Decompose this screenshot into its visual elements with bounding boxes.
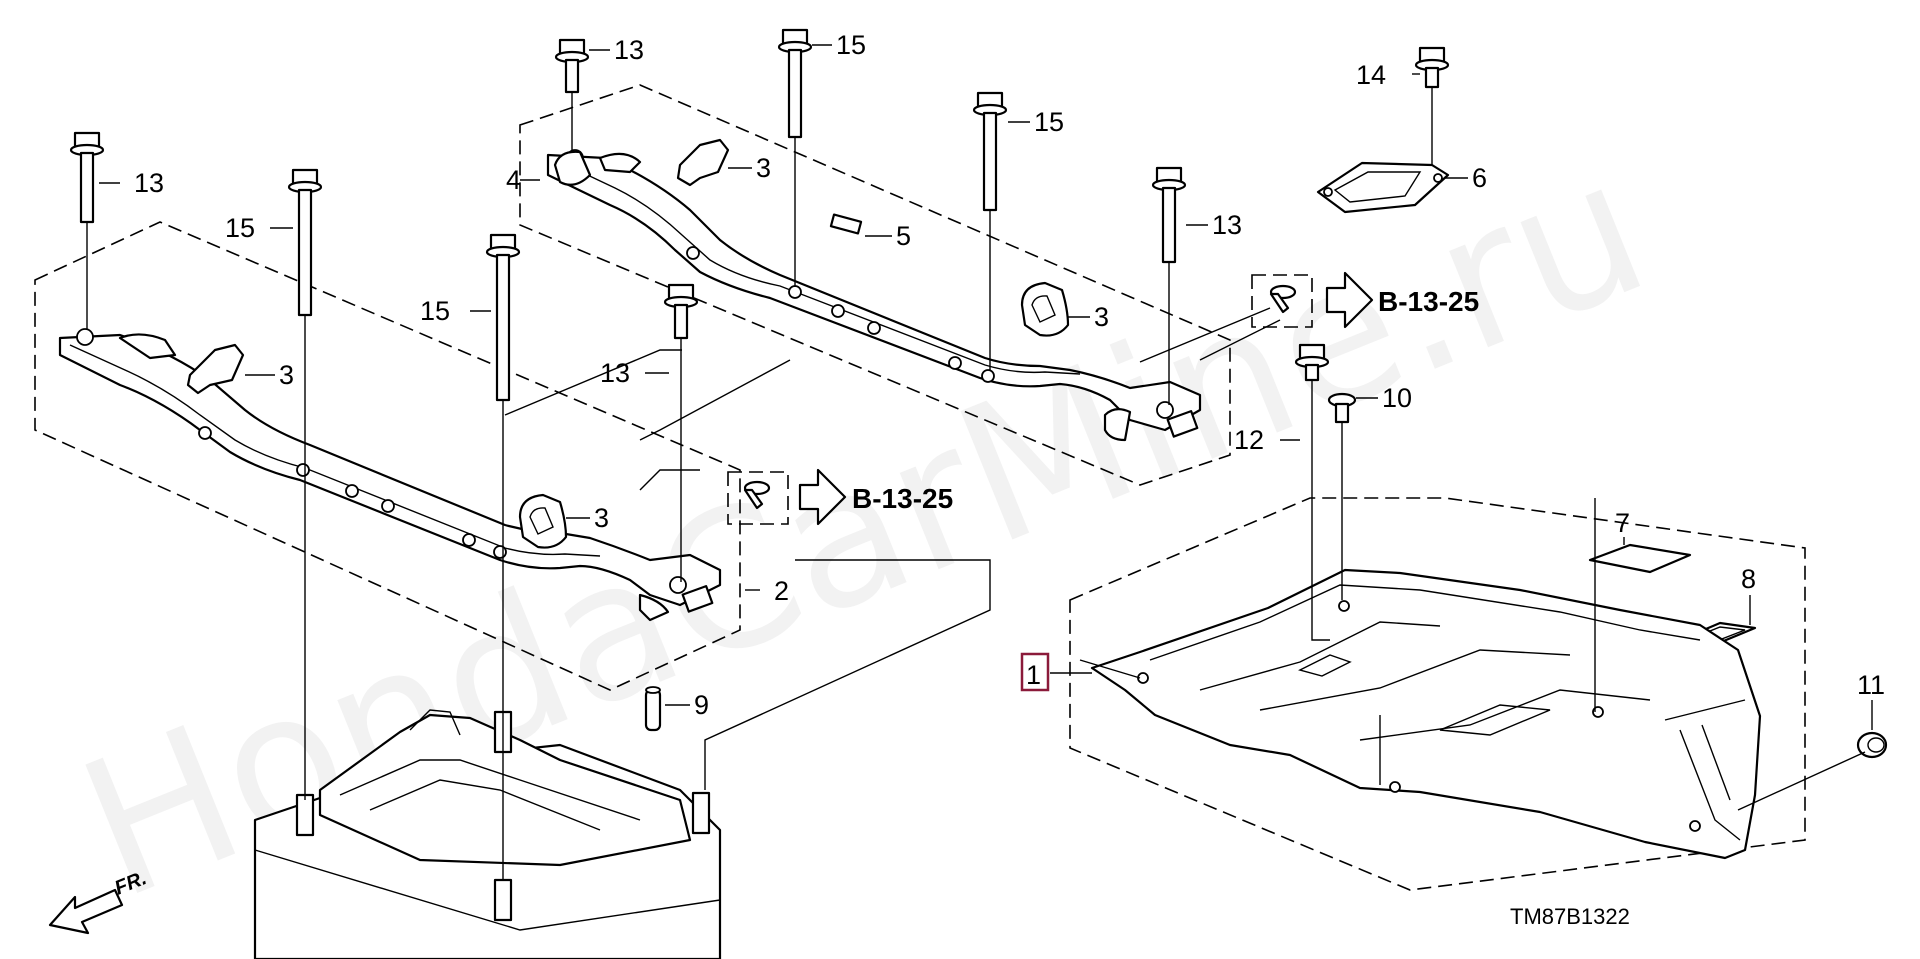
callout-6[interactable]: 6 xyxy=(1472,163,1487,193)
grommet-part-3-c xyxy=(1020,281,1070,337)
callout-13-mid[interactable]: 13 xyxy=(600,358,630,388)
bolt-13-upper-left xyxy=(554,38,590,94)
grommet-part-3-d xyxy=(518,493,568,549)
bolt-13-mid xyxy=(663,283,699,340)
callout-15-upper[interactable]: 15 xyxy=(836,30,866,60)
ref-arrow-lower xyxy=(798,468,847,526)
callout-9[interactable]: 9 xyxy=(694,690,709,720)
callout-4[interactable]: 4 xyxy=(506,165,521,195)
callout-13-right[interactable]: 13 xyxy=(1212,210,1242,240)
group-box-part-1 xyxy=(1069,497,1806,891)
screw-ref-upper xyxy=(1269,284,1297,314)
callout-5[interactable]: 5 xyxy=(896,221,911,251)
ref-link-upper[interactable]: B-13-25 xyxy=(1378,286,1479,317)
callout-13-left[interactable]: 13 xyxy=(134,168,164,198)
callout-1[interactable]: 1 xyxy=(1026,660,1041,690)
grommet-part-11 xyxy=(1856,731,1888,759)
ref-link-lower[interactable]: B-13-25 xyxy=(852,483,953,514)
bolt-15-upper-mid xyxy=(777,28,813,139)
under-cover-part-1 xyxy=(1090,568,1762,860)
bracket-part-6 xyxy=(1316,161,1450,214)
screw-ref-lower xyxy=(743,480,771,510)
callout-15-mid[interactable]: 15 xyxy=(420,296,450,326)
callout-3-b[interactable]: 3 xyxy=(279,360,294,390)
group-box-part-2 xyxy=(34,221,741,691)
front-arrow-icon xyxy=(48,888,124,935)
screw-10 xyxy=(1327,392,1357,424)
bolt-15-left xyxy=(287,168,323,317)
group-box-part-4 xyxy=(519,84,1231,486)
callout-3-c[interactable]: 3 xyxy=(1094,302,1109,332)
ref-arrow-upper xyxy=(1325,271,1374,329)
callout-2[interactable]: 2 xyxy=(774,576,789,606)
callout-7[interactable]: 7 xyxy=(1615,508,1630,538)
callout-3-d[interactable]: 3 xyxy=(594,503,609,533)
leader-lines xyxy=(86,44,1873,880)
pad-part-7 xyxy=(1588,543,1692,574)
callout-15-left[interactable]: 15 xyxy=(225,213,255,243)
callout-12[interactable]: 12 xyxy=(1234,425,1264,455)
bracket-part-3-b xyxy=(186,343,245,395)
clip-part-5 xyxy=(829,213,863,235)
bolt-12 xyxy=(1294,343,1330,382)
diagram-code: TM87B1322 xyxy=(1510,904,1630,929)
bolt-13-left xyxy=(69,131,105,224)
callout-11[interactable]: 11 xyxy=(1857,670,1885,700)
bracket-part-3-a xyxy=(676,138,730,187)
frame-member-upper xyxy=(546,149,1202,442)
callout-13-upper-left[interactable]: 13 xyxy=(614,35,644,65)
callout-3-a[interactable]: 3 xyxy=(756,153,771,183)
callout-10[interactable]: 10 xyxy=(1382,383,1412,413)
highlight-box-part-1 xyxy=(1020,652,1050,692)
battery-unit xyxy=(253,709,722,959)
callout-15-upper-right[interactable]: 15 xyxy=(1034,107,1064,137)
callout-14[interactable]: 14 xyxy=(1356,60,1386,90)
bolt-14 xyxy=(1414,46,1450,89)
callout-8[interactable]: 8 xyxy=(1741,564,1756,594)
bolt-15-upper-right xyxy=(972,91,1008,212)
bolt-15-mid xyxy=(485,233,521,402)
bolt-13-upper-far-right xyxy=(1151,166,1187,264)
pin-part-9 xyxy=(644,686,662,732)
ref-box-upper xyxy=(1251,274,1313,328)
ref-box-lower xyxy=(727,471,789,525)
